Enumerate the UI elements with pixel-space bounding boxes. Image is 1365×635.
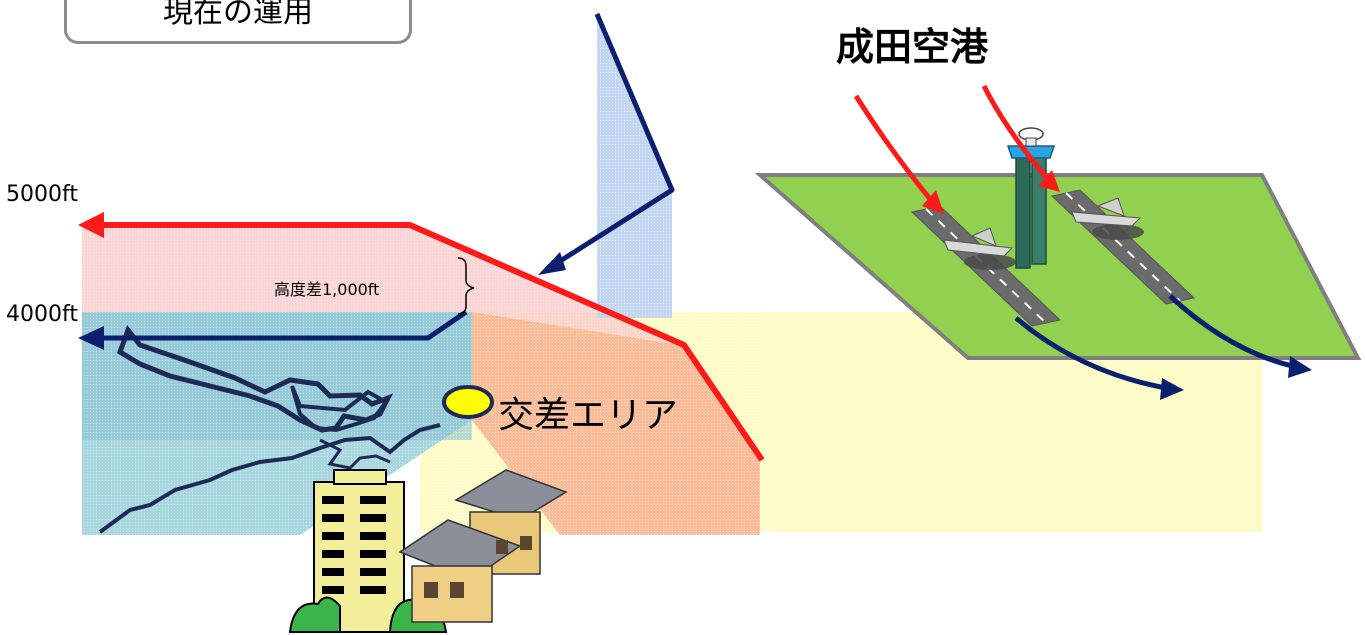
aircraft-left [943, 227, 1016, 270]
airport-outline [290, 385, 389, 433]
scenario-label-box: 現在の運用 [64, 0, 412, 44]
shoreline-detail [319, 438, 391, 470]
departure-4000ft-arrowhead [78, 326, 104, 350]
departure-route-4000ft [96, 309, 468, 341]
narita-arrival-left [853, 94, 936, 206]
narita-departure-right-arrowhead [1288, 356, 1312, 378]
narita-arrival-left-arrowhead [922, 190, 944, 214]
narita-departure-right [1168, 294, 1293, 369]
altitude-brace [457, 257, 475, 315]
crossing-area-label: 交差エリア [498, 395, 679, 436]
airport-ground [754, 173, 1362, 360]
aircraft-right [1071, 197, 1144, 240]
altitude-low-label: 4000ft [6, 302, 78, 327]
shoreline [98, 423, 441, 534]
narita-arrival-right-arrowhead [1038, 170, 1060, 192]
altitude-difference-label: 高度差1,000ft [274, 280, 380, 299]
altitude-high-label: 5000ft [6, 182, 78, 207]
departure-arrowhead [538, 252, 566, 275]
narita-departure-left-arrowhead [1160, 378, 1184, 400]
crossing-area-marker [442, 385, 494, 419]
houses [398, 469, 568, 623]
departure-route-inbound [544, 13, 675, 273]
arrival-5000ft-arrowhead [78, 212, 104, 238]
scenario-label: 現在の運用 [163, 0, 313, 30]
narita-arrival-right [981, 84, 1052, 184]
airport-name: 成田空港 [836, 25, 989, 69]
apartment-building [288, 469, 448, 633]
narita-departure-left [1014, 316, 1167, 391]
arrival-route-5000ft [98, 222, 765, 462]
texture-overlay [82, 10, 772, 535]
runway-left-centerline [925, 208, 1047, 324]
